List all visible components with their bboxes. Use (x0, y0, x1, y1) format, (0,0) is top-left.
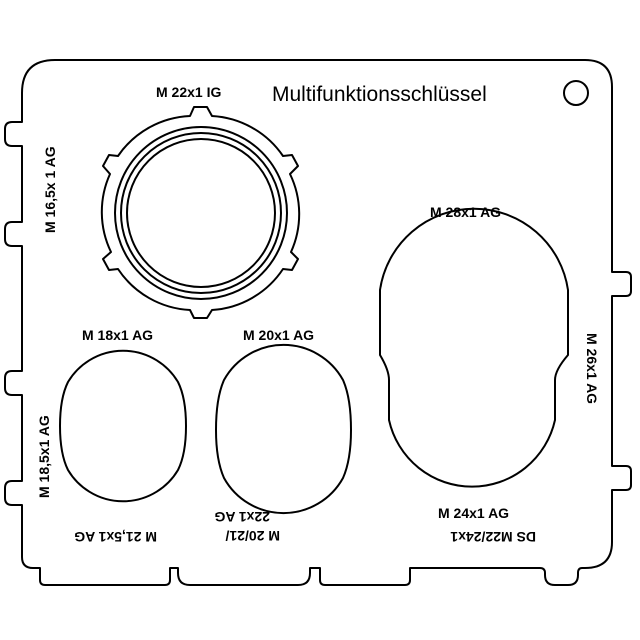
label-m20-21-line1: M 20/21/ (225, 528, 280, 544)
m28-m24-opening (379, 207, 569, 488)
label-m24: M 24x1 AG (438, 505, 509, 521)
m20-opening (215, 343, 352, 515)
title: Multifunktionsschlüssel (272, 83, 487, 106)
label-m26: M 26x1 AG (584, 333, 600, 404)
m22-ring (100, 106, 301, 319)
label-m18: M 18x1 AG (82, 327, 153, 343)
label-m16-5: M 16,5x 1 AG (42, 146, 58, 233)
label-m22-ig: M 22x1 IG (156, 84, 221, 100)
label-ds: DS M22/24x1 (450, 529, 536, 545)
card-outline (4, 59, 632, 586)
label-m18-5: M 18,5x1 AG (36, 415, 52, 498)
label-m21-5: M 21,5x1 AG (74, 529, 157, 545)
label-m20: M 20x1 AG (243, 327, 314, 343)
hanging-hole (563, 80, 589, 106)
label-m20-21-line2: 22x1 AG (214, 509, 270, 525)
label-m28: M 28x1 AG (430, 204, 501, 220)
m18-opening (59, 349, 187, 503)
